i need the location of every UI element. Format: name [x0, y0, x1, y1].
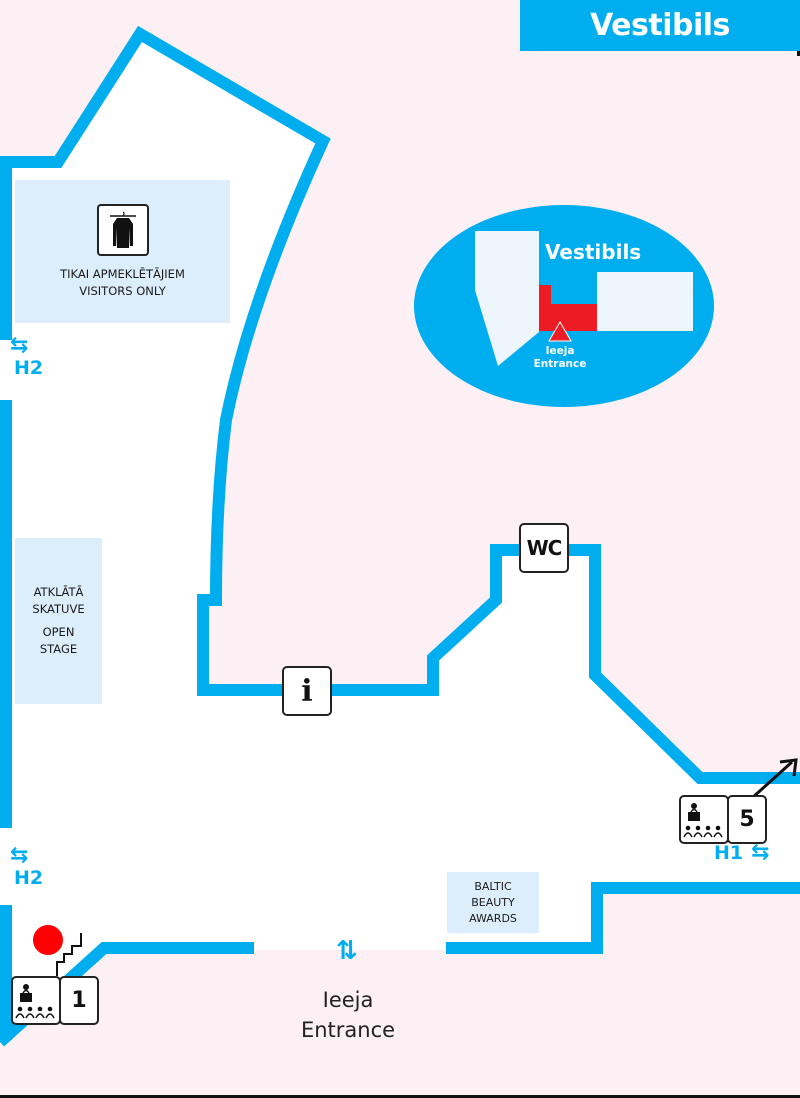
- info-icon[interactable]: i: [282, 666, 332, 716]
- minimap-entrance-marker: [548, 321, 572, 342]
- wc-glyph: WC: [526, 536, 563, 560]
- h2-link-bottom[interactable]: ⇆ H2: [10, 843, 50, 890]
- minimap-left-area: [475, 231, 539, 366]
- h1-link[interactable]: H1 ⇆: [714, 840, 794, 865]
- hall-5-direction-arrow: [750, 760, 794, 800]
- wall-top: [0, 25, 800, 784]
- two-way-arrow-icon: ⇆: [10, 333, 29, 358]
- cloakroom-label-lv: TIKAI APMEKLĒTĀJIEM: [60, 266, 185, 281]
- h1-label: H1: [714, 842, 744, 864]
- minimap-highlight-vestibule: [539, 285, 597, 331]
- wc-icon[interactable]: WC: [519, 523, 569, 573]
- baltic-beauty-awards-zone[interactable]: BALTIC BEAUTY AWARDS: [447, 872, 539, 933]
- entrance-arrow-icon: ⇅: [336, 936, 358, 966]
- stage-label-en-1: OPEN: [42, 625, 75, 639]
- you-are-here-marker: [33, 925, 63, 955]
- stage-label-lv-2: SKATUVE: [32, 602, 85, 616]
- stage-label-en-2: STAGE: [39, 642, 78, 656]
- cloakroom-label-en: VISITORS ONLY: [79, 283, 166, 298]
- minimap-right-area: [597, 272, 693, 331]
- info-glyph: i: [301, 673, 313, 709]
- walls: [0, 25, 800, 1047]
- coat-hanger-icon: [96, 203, 149, 256]
- cloakroom-zone[interactable]: TIKAI APMEKLĒTĀJIEM VISITORS ONLY: [15, 180, 230, 323]
- entrance-floor: [254, 940, 446, 950]
- h2-link-top[interactable]: ⇆ H2: [10, 333, 50, 380]
- two-way-arrow-icon: ⇆: [10, 843, 29, 868]
- entrance-label[interactable]: Ieeja Entrance: [290, 985, 406, 1045]
- stairs-icon: [56, 933, 82, 976]
- minimap-title: Vestibils: [545, 240, 642, 264]
- entrance-label-lv: Ieeja: [322, 988, 374, 1012]
- h2-label-top: H2: [14, 357, 44, 379]
- hall-1-number: 1: [71, 988, 87, 1013]
- baltic-label-3: AWARDS: [469, 911, 517, 925]
- minimap-entrance-label: Ieeja Entrance: [530, 345, 590, 371]
- hall-5-number-box: 5: [727, 795, 767, 844]
- open-stage-zone[interactable]: ATKLĀTĀ SKATUVE OPEN STAGE: [15, 538, 102, 704]
- page-title: Vestibils: [520, 0, 800, 51]
- minimap-entrance-lv: Ieeja: [545, 345, 575, 357]
- minimap: [414, 205, 714, 407]
- hall-5-arrow-head: [779, 758, 798, 777]
- auditorium-icon: [679, 795, 729, 844]
- entrance-label-en: Entrance: [300, 1018, 396, 1042]
- hall-1-sign[interactable]: 1: [11, 976, 99, 1025]
- baltic-label-2: BEAUTY: [471, 895, 515, 909]
- hall-1-number-box: 1: [59, 976, 99, 1025]
- minimap-entrance-en: Entrance: [533, 358, 587, 370]
- stage-label-lv-1: ATKLĀTĀ: [33, 585, 84, 599]
- h2-label-bottom: H2: [14, 867, 44, 889]
- hall-5-number: 5: [739, 807, 755, 832]
- two-way-arrow-icon: ⇆: [751, 840, 770, 865]
- bottom-border: [0, 1095, 800, 1098]
- divider: [797, 51, 800, 56]
- auditorium-icon: [11, 976, 61, 1025]
- wall-bottom-right: [446, 882, 800, 954]
- hall-5-sign[interactable]: 5: [679, 795, 767, 844]
- baltic-label-1: BALTIC: [474, 879, 512, 893]
